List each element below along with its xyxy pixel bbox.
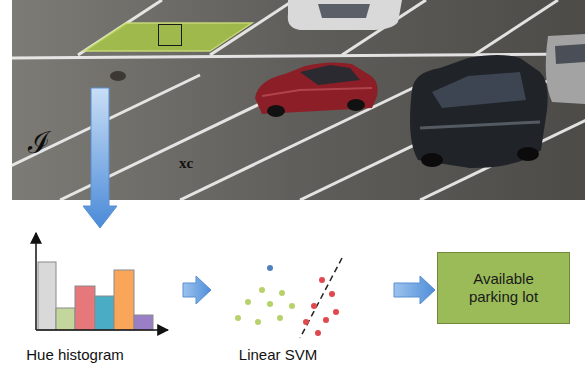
dark-suv-part <box>420 122 540 128</box>
svm-scatter-part-part <box>329 291 335 297</box>
svm-scatter-part-part <box>245 299 251 305</box>
svm-scatter-part-part <box>323 317 329 323</box>
svm-scatter-part-part <box>303 319 309 325</box>
histogram-icon-part <box>38 262 56 330</box>
histogram-icon-part <box>75 286 95 330</box>
histogram-icon-part <box>35 233 37 330</box>
classifier-step: Linear SVM <box>213 228 393 368</box>
result-box: Available parking lot <box>437 252 570 324</box>
red-car-part <box>300 65 360 85</box>
svm-scatter-part-part <box>255 319 261 325</box>
free-spot <box>84 23 252 51</box>
gray-car-part <box>546 34 585 104</box>
svm-scatter-part <box>267 265 273 271</box>
svm-scatter-part <box>303 277 339 336</box>
histogram-icon <box>36 233 168 330</box>
result-label: Available parking lot <box>467 270 541 306</box>
feature-step: Hue histogram <box>10 228 182 368</box>
red-car-part <box>267 105 285 117</box>
svm-scatter-part-part <box>277 315 283 321</box>
step-label: ℐ <box>28 128 50 158</box>
histogram-icon-part <box>95 296 114 330</box>
flow-arrow <box>394 276 435 304</box>
white-car-part <box>318 4 370 18</box>
dark-suv-part <box>517 147 539 161</box>
step-label: Hue histogram <box>10 346 140 364</box>
photo-region: ℐxc <box>12 0 585 200</box>
manhole <box>110 71 126 81</box>
dark-suv-part <box>421 153 443 167</box>
histogram-icon-part <box>36 329 168 331</box>
gray-car <box>546 34 585 104</box>
math-label: xc <box>179 155 193 172</box>
svm-scatter-part-part <box>315 330 321 336</box>
histogram-icon-part <box>114 270 134 330</box>
red-car-part <box>262 88 372 96</box>
flow-arrow <box>83 88 117 228</box>
dark-suv <box>410 55 548 168</box>
dark-suv-part <box>432 72 526 108</box>
histogram-icon-part <box>56 308 75 330</box>
svm-scatter-part-part <box>259 287 265 293</box>
parking-stripe <box>12 0 585 200</box>
dark-suv-part <box>410 55 548 168</box>
svm-scatter-part-part <box>333 309 339 315</box>
svm-scatter-part-part <box>289 303 295 309</box>
white-car <box>288 0 402 30</box>
parking-photo-part <box>12 0 585 200</box>
step-label: Linear SVM <box>213 346 343 364</box>
parking-stripe-part <box>474 0 558 55</box>
svm-scatter-part <box>300 258 342 338</box>
svm-scatter-part-part <box>311 303 317 309</box>
gray-car-part <box>555 44 585 64</box>
svm-scatter-part <box>235 287 295 325</box>
svm-scatter-part-part <box>279 290 285 296</box>
svm-scatter-part-part <box>267 301 273 307</box>
red-car <box>255 62 378 117</box>
svm-scatter-part-part <box>319 277 325 283</box>
parking-stripe-part <box>12 75 200 200</box>
flow-arrow <box>183 276 211 304</box>
red-car-part <box>347 99 365 111</box>
histogram-icon-part <box>134 315 153 330</box>
spot-tag: xc <box>158 24 182 46</box>
svm-scatter-part-part <box>235 315 241 321</box>
white-car-part <box>288 0 402 30</box>
parking-photo <box>12 0 585 200</box>
svm-scatter <box>235 258 342 338</box>
